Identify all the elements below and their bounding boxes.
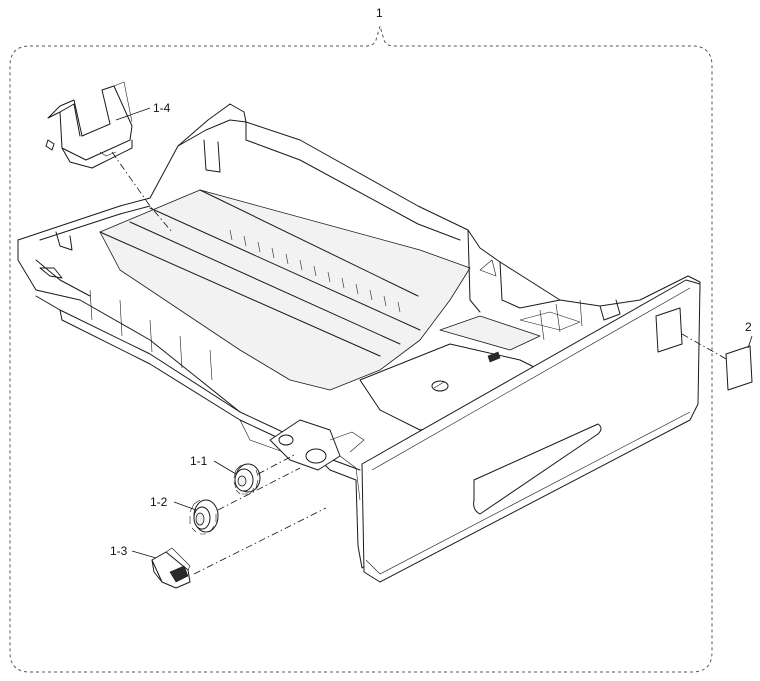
label-stopper-1-4: 1-4 — [153, 101, 171, 115]
label-part-2: 2 — [745, 320, 752, 334]
label-gear-1-1: 1-1 — [190, 454, 208, 468]
part-lever-1-3 — [151, 547, 191, 589]
assembly-line-2 — [681, 333, 729, 361]
leader-2 — [747, 335, 753, 349]
leader-1-4 — [115, 107, 151, 121]
part-label-2 — [725, 345, 753, 391]
part-gear-1-1 — [233, 463, 261, 495]
assembly-line-1-2 — [217, 467, 301, 511]
part-gear-1-2 — [189, 499, 219, 535]
assembly-line-1-1 — [257, 453, 297, 475]
leader-1-3 — [131, 550, 157, 559]
assembly-boundary — [9, 24, 713, 673]
assembly-line-1-4 — [111, 151, 173, 233]
leader-1-2 — [173, 501, 197, 511]
paper-tray — [17, 103, 701, 583]
leader-1-1 — [213, 460, 237, 475]
label-lever-1-3: 1-3 — [110, 544, 128, 558]
label-assembly-1: 1 — [376, 6, 383, 20]
part-stopper-1-4 — [45, 81, 133, 169]
assembly-line-1-3 — [193, 507, 327, 575]
label-gear-1-2: 1-2 — [150, 495, 168, 509]
